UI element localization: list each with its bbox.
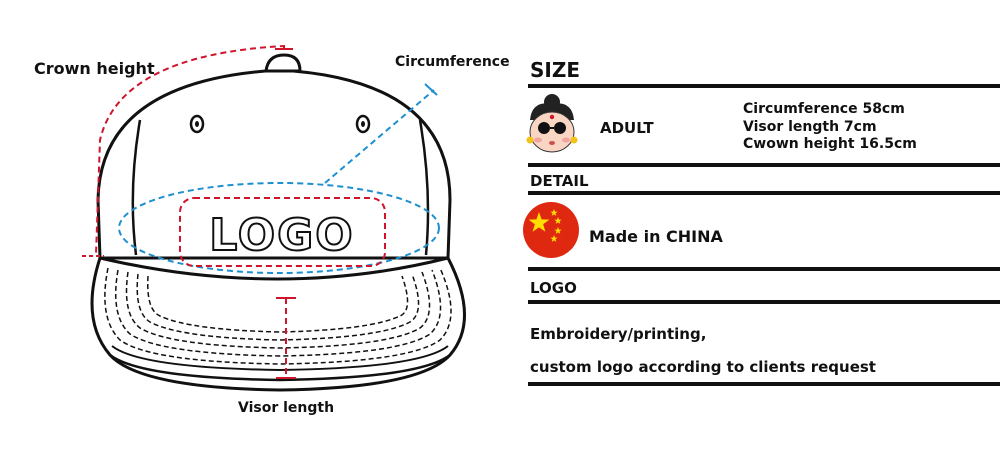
logo-sample-text: LOGO (209, 210, 354, 261)
size-rule (528, 84, 1000, 88)
cap-eyelet-right (355, 114, 371, 134)
logo-method-text: Embroidery/printing, (530, 325, 707, 343)
origin-label: Made in CHINA (589, 227, 723, 246)
cap-eyelet-left (189, 114, 205, 134)
detail-bottom-rule (528, 267, 1000, 271)
cap-seam-right (418, 119, 430, 256)
cap-seam-left (131, 119, 142, 256)
circumference-label: Circumference (395, 54, 510, 70)
size-title: SIZE (530, 58, 581, 82)
circumference-leader (324, 89, 435, 184)
logo-bottom-rule (528, 382, 1000, 386)
spec-circumference: Circumference 58cm (743, 101, 905, 117)
china-flag-icon (522, 201, 580, 259)
size-profile-label: ADULT (600, 119, 654, 137)
crown-height-label: Crown height (34, 59, 155, 78)
cap-diagram: LOGO (82, 44, 466, 392)
spec-visor-length: Visor length 7cm (743, 119, 877, 135)
logo-section-title: LOGO (530, 279, 577, 297)
circumference-ellipse (118, 182, 440, 274)
detail-title: DETAIL (530, 172, 589, 190)
spec-crown-height: Cwown height 16.5cm (743, 136, 917, 152)
visor-length-label: Visor length (238, 400, 335, 416)
logo-rule (528, 300, 1000, 304)
cap-visor (90, 256, 466, 392)
logo-custom-text: custom logo according to clients request (530, 358, 876, 376)
adult-avatar-icon (522, 90, 582, 158)
cap-button (264, 53, 302, 73)
detail-rule (528, 191, 1000, 195)
size-bottom-rule (528, 163, 1000, 167)
crown-height-guide (95, 44, 285, 255)
